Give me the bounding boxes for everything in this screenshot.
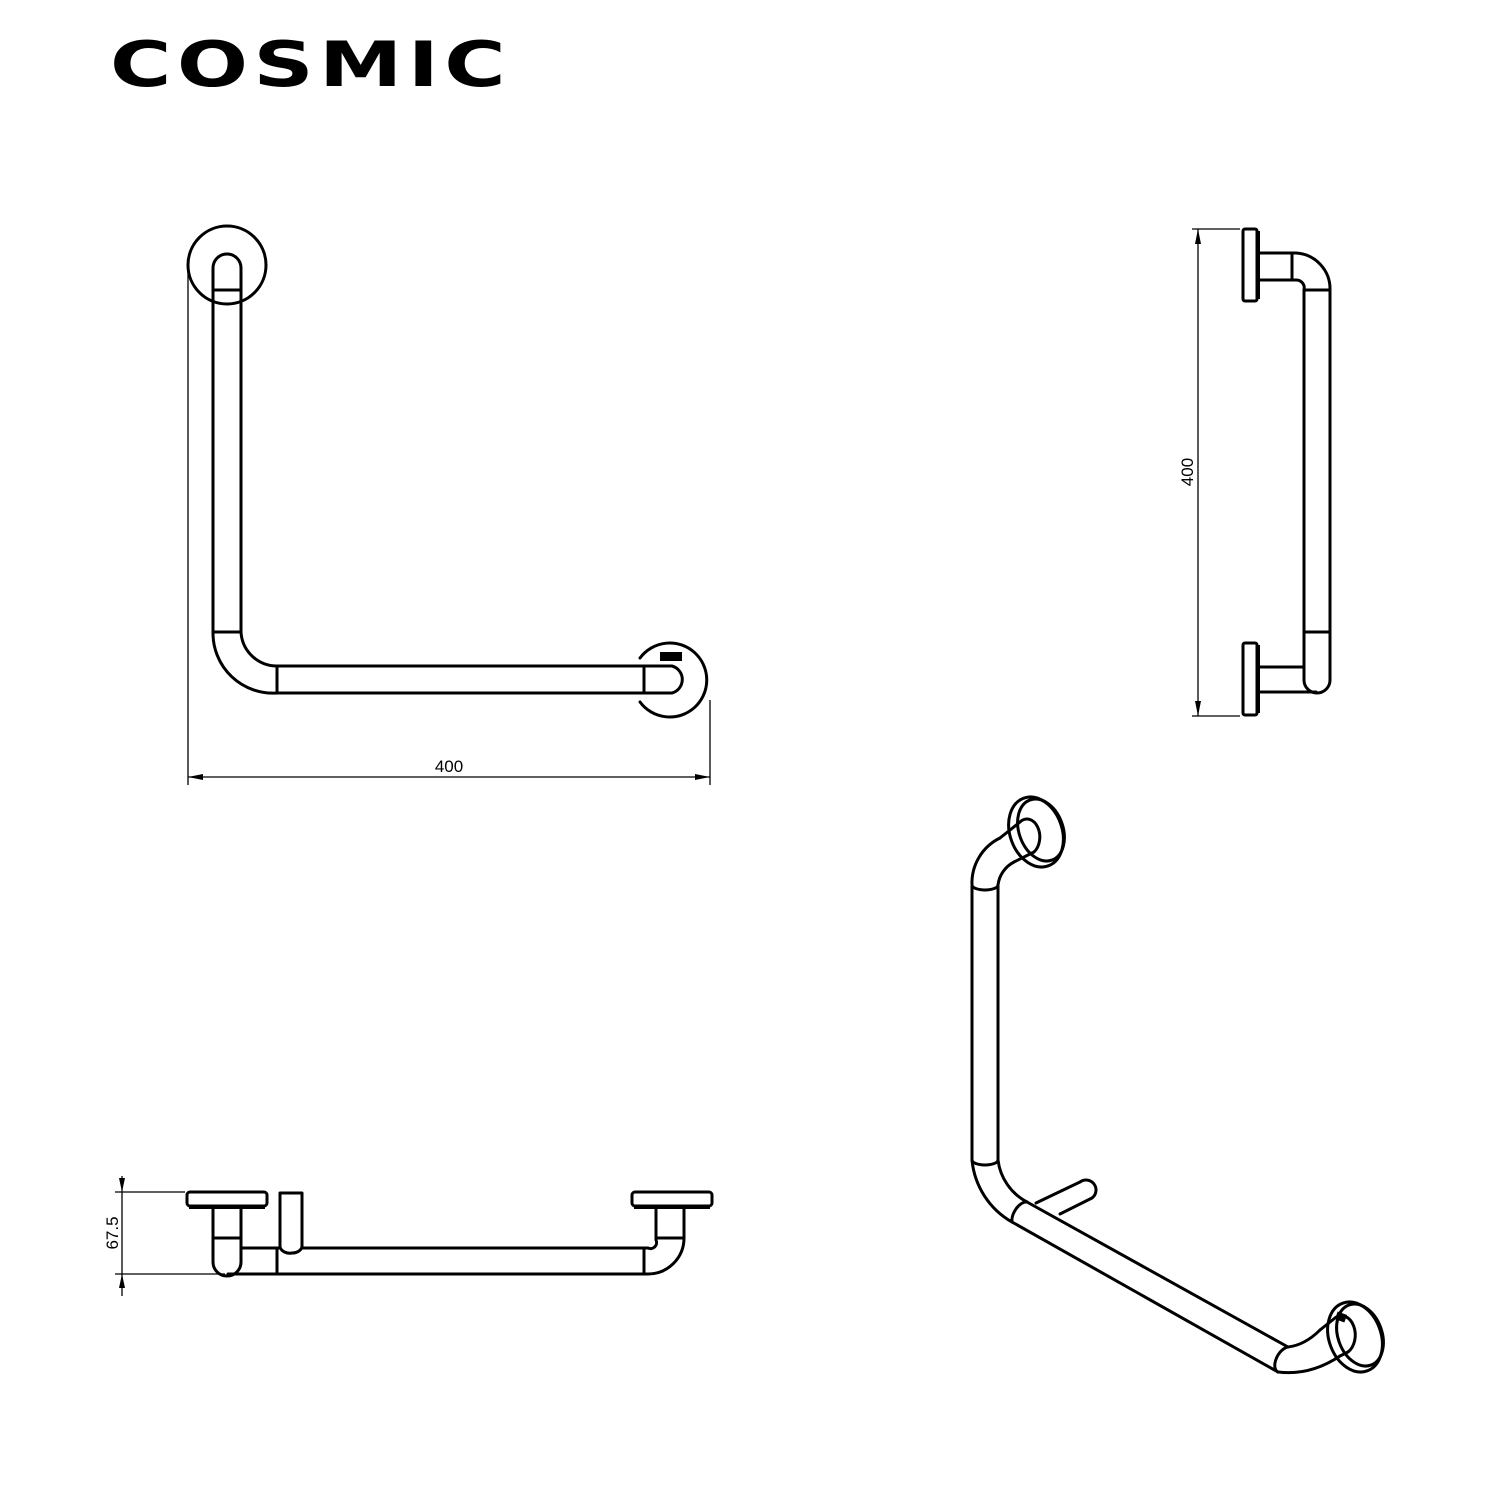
brand-logo: COSMIC	[110, 28, 512, 101]
isometric-view	[970, 795, 1385, 1375]
screw-cover-icon	[1334, 1311, 1348, 1323]
top-view: 67.5	[103, 1176, 714, 1296]
front-view: 400	[186, 224, 711, 785]
side-view: 400	[1178, 227, 1332, 717]
front-width-dimension: 400	[435, 757, 463, 776]
side-height-dimension: 400	[1178, 458, 1197, 486]
screw-cover-icon	[660, 652, 682, 661]
top-flange	[186, 224, 268, 306]
top-depth-dimension: 67.5	[103, 1216, 122, 1249]
right-flange	[638, 641, 709, 719]
